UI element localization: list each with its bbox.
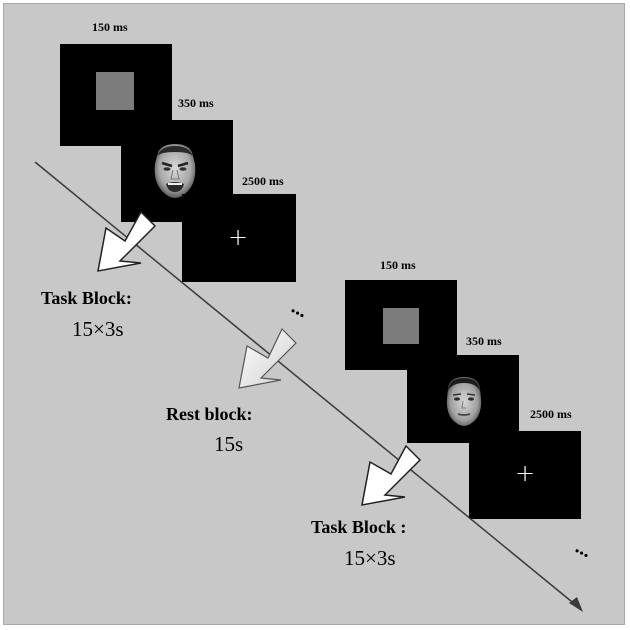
fixation-cross: + <box>515 459 536 487</box>
task-block-duration: 15×3s <box>72 317 124 341</box>
face-frame <box>407 355 519 443</box>
fixation-frame: + <box>182 194 296 282</box>
task-block-duration: 15×3s <box>344 546 396 570</box>
cue-time-label: 150 ms <box>92 20 128 34</box>
fixation-cross: + <box>228 223 249 251</box>
cue-square <box>383 308 419 344</box>
rest-block-duration: 15s <box>214 432 244 456</box>
cue-time-label: 150 ms <box>380 258 416 272</box>
fixation-frame: + <box>469 431 581 519</box>
task-block-label: Task Block : <box>311 517 407 537</box>
face-time-label: 350 ms <box>466 334 502 348</box>
rest-block-arrow <box>238 327 297 389</box>
rest-block-label: Rest block: <box>166 404 253 424</box>
neutral-face-image <box>446 377 482 426</box>
timeline-axis <box>34 161 578 607</box>
face-time-label: 350 ms <box>178 96 214 110</box>
task-block-label: Task Block: <box>41 288 132 308</box>
fixation-time-label: 2500 ms <box>530 407 572 421</box>
cue-square <box>96 72 134 110</box>
task-block-arrow <box>361 444 422 506</box>
angry-face-image <box>154 144 196 198</box>
timeline-arrowhead <box>569 597 583 612</box>
task-block-arrow <box>97 210 157 272</box>
fixation-time-label: 2500 ms <box>242 174 284 188</box>
